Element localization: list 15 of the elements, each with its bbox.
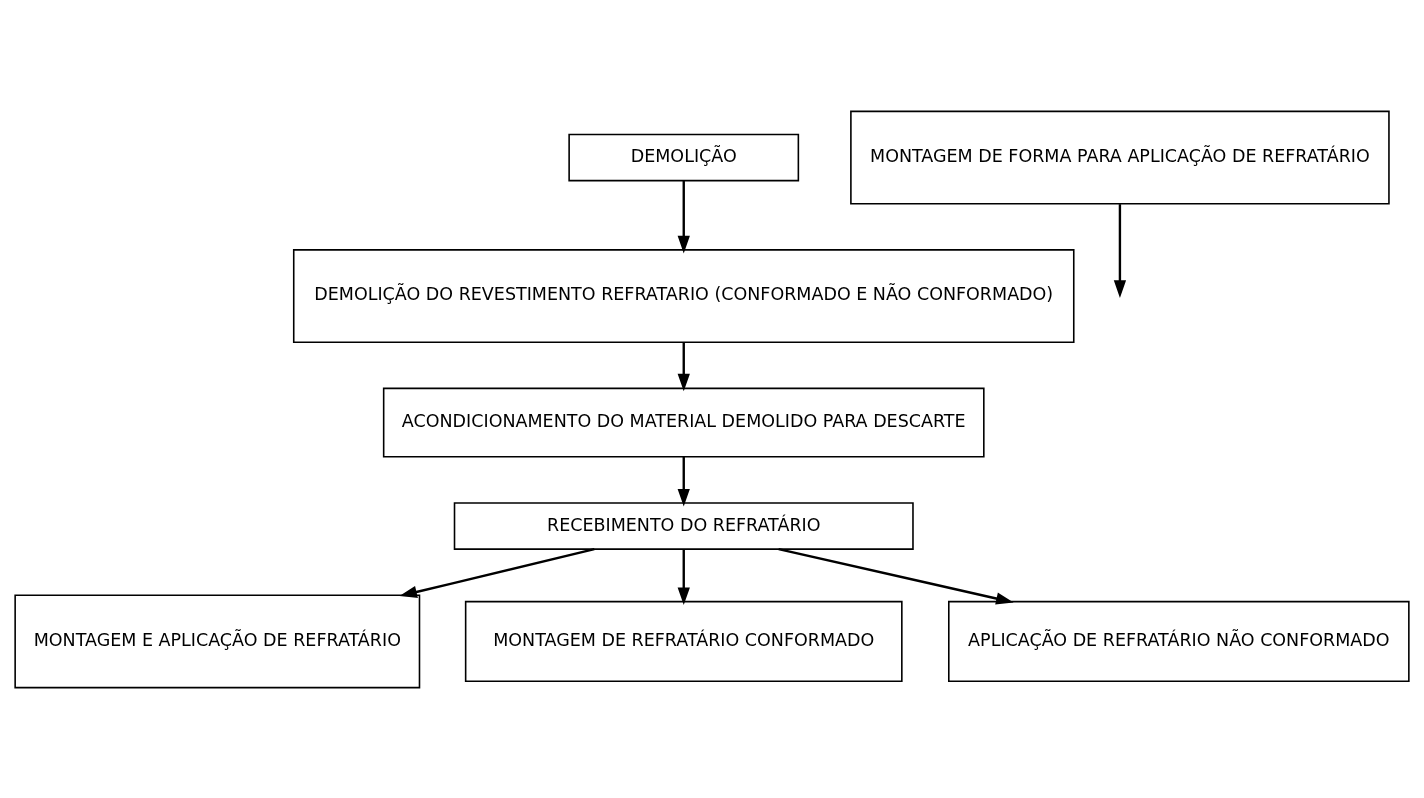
node-box: MONTAGEM DE REFRATÁRIO CONFORMADO [464,600,903,682]
node-box: ACONDICIONAMENTO DO MATERIAL DEMOLIDO PARA DESCARTE [382,387,985,458]
node-box: RECEBIMENTO DO REFRATÁRIO [453,501,914,550]
arrow [677,342,690,391]
node-box: DEMOLIÇÃO [568,133,800,181]
arrow [677,548,690,605]
node-box: DEMOLIÇÃO DO REVESTIMENTO REFRATARIO (CONFORMADO E NÃO CONFORMADO) [292,248,1075,343]
arrow [677,456,690,507]
arrow [1113,203,1127,298]
arrow [677,180,690,253]
arrow [399,547,595,598]
node-box: MONTAGEM DE FORMA PARA APLICAÇÃO DE REFRATÁRIO [850,110,1390,204]
node-box: MONTAGEM E APLICAÇÃO DE REFRATÁRIO [14,594,421,688]
arrow [778,547,1014,605]
node-box: APLICAÇÃO DE REFRATÁRIO NÃO CONFORMADO [948,600,1410,682]
